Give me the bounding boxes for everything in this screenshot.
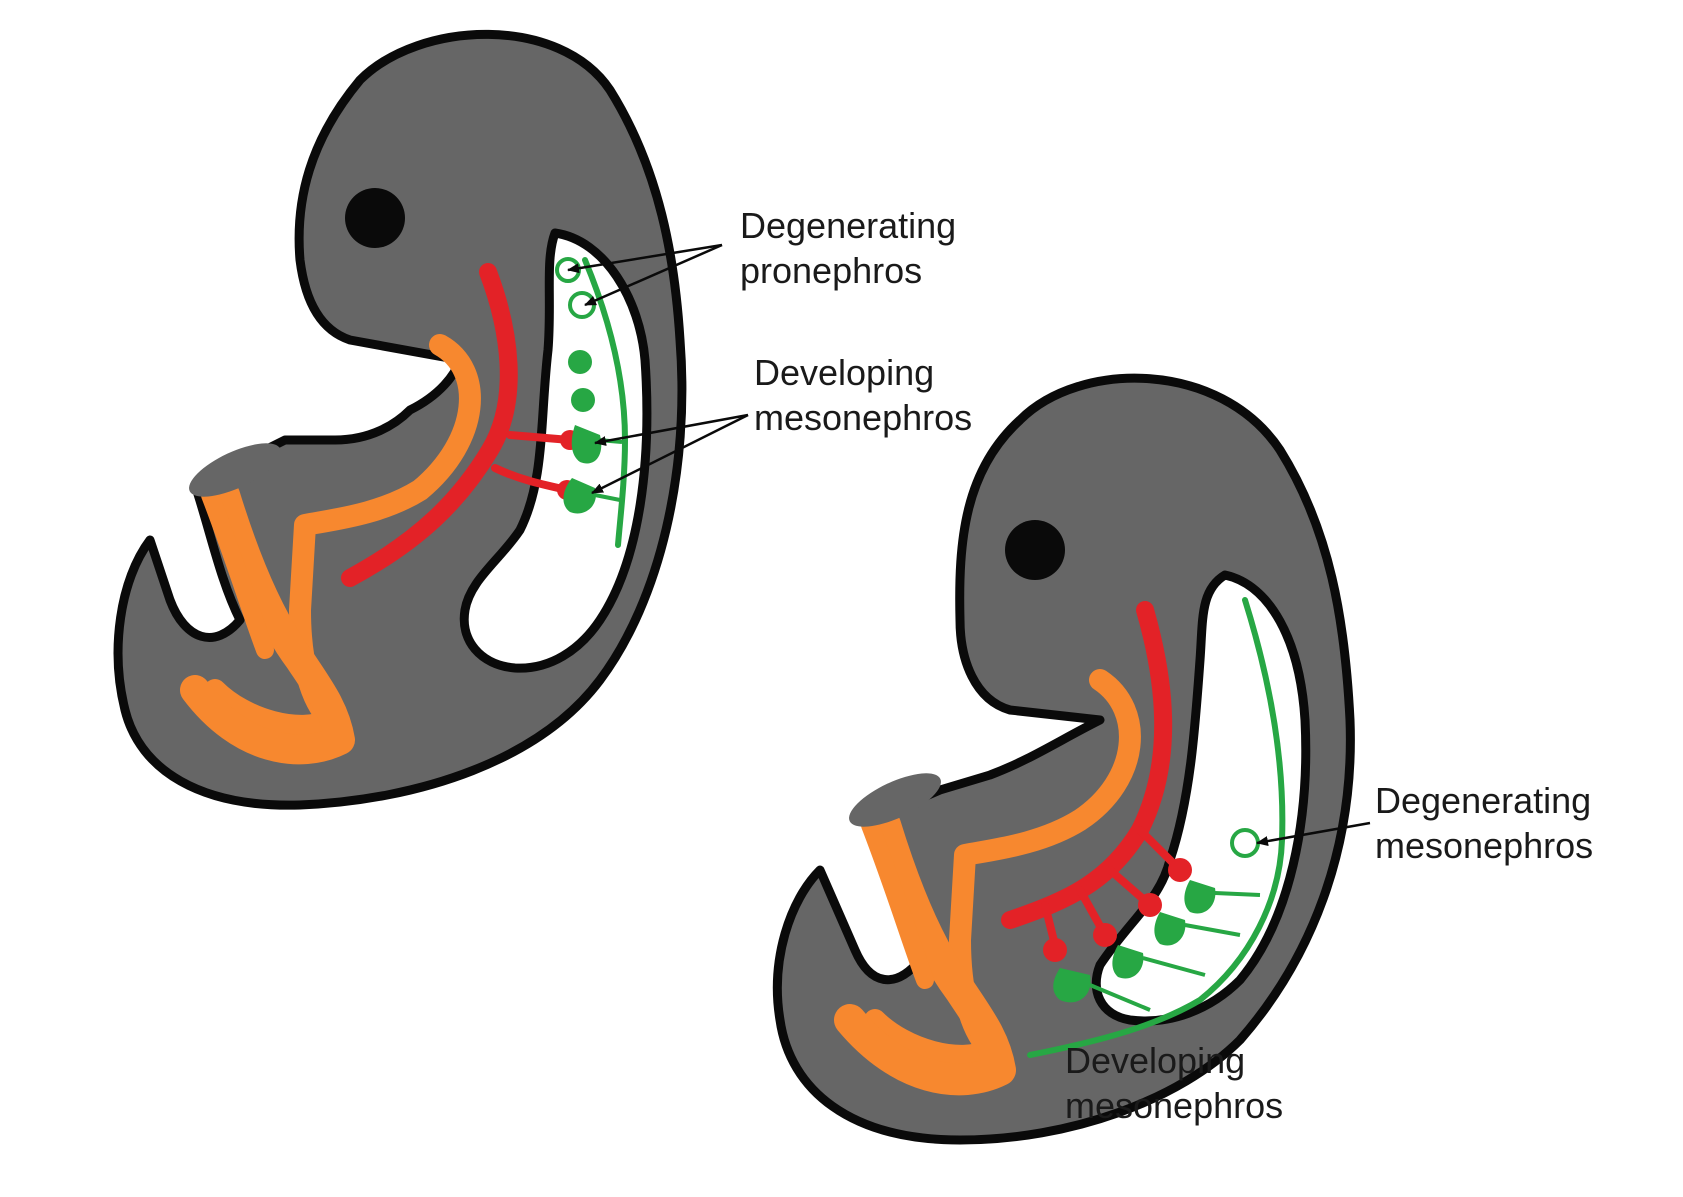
embryo-1-mesonephros-tubule-1	[568, 350, 592, 374]
label-degenerating-mesonephros-line-2: mesonephros	[1375, 825, 1594, 866]
embryo-2	[772, 373, 1355, 1145]
embryo-2-duct-branches	[1041, 826, 1184, 949]
embryo-1-mesonephros-tubule-3	[571, 425, 602, 464]
embryo-1-amnion-opening	[189, 443, 281, 497]
embryo-2-mesonephric-duct	[1001, 601, 1173, 929]
arrow-pronephros-2	[584, 243, 723, 307]
label-developing-mesonephros-1-line-2: mesonephros	[754, 397, 973, 438]
label-developing-mesonephros-2: Developing mesonephros	[1065, 1038, 1283, 1128]
label-degenerating-mesonephros: Degenerating mesonephros	[1375, 778, 1593, 868]
embryo-2-glomerulus-4	[1043, 938, 1067, 962]
embryo-2-glomerulus-3	[1093, 923, 1117, 947]
embryo-2-mesonephros-tubules	[1053, 880, 1216, 1003]
label-developing-mesonephros-1: Developing mesonephros	[754, 350, 972, 440]
arrow-degenerating-mesonephros	[1256, 821, 1371, 847]
embryo-2-gut-hindgut	[861, 816, 934, 989]
embryo-1-eye	[345, 188, 405, 248]
label-degenerating-pronephros: Degenerating pronephros	[740, 203, 956, 293]
embryo-1-nephric-duct-green	[582, 257, 629, 548]
embryo-1-gut-outer	[204, 334, 481, 737]
label-degenerating-pronephros-line-2: pronephros	[740, 250, 923, 291]
embryo-1-gut-hindgut	[201, 486, 274, 659]
label-degenerating-mesonephros-line-1: Degenerating	[1375, 780, 1592, 821]
embryo-2-tubule-connections	[1089, 891, 1261, 1012]
embryo-2-amnion-opening	[849, 773, 941, 827]
embryo-1	[113, 29, 687, 810]
arrow-mesonephros-2	[591, 413, 749, 495]
arrow-pronephros-1	[567, 243, 723, 274]
embryo-1-coelom-cavity	[459, 228, 652, 673]
label-developing-mesonephros-2-line-2: mesonephros	[1065, 1085, 1284, 1126]
label-developing-mesonephros-1-line-1: Developing	[754, 352, 935, 393]
embryo-1-mesonephros-tubule-2	[571, 388, 595, 412]
embryo-1-gut-lower	[180, 480, 355, 765]
label-degenerating-pronephros-line-1: Degenerating	[740, 205, 957, 246]
embryo-2-gut-outer	[864, 669, 1141, 1067]
embryo-2-gut-lower	[834, 809, 1016, 1096]
annotation-arrows	[567, 243, 1371, 847]
embryo-2-eye	[1005, 520, 1065, 580]
arrow-mesonephros-1	[594, 413, 749, 446]
embryo-1-mesonephric-duct	[341, 263, 518, 587]
label-developing-mesonephros-2-line-1: Developing	[1065, 1040, 1246, 1081]
embryo-2-glomerulus-1	[1168, 858, 1192, 882]
embryo-1-mesonephros-tubule-4	[563, 478, 596, 514]
embryo-2-nephric-duct-green	[1027, 597, 1286, 1058]
embryo-2-glomerulus-2	[1138, 893, 1162, 917]
embryo-1-duct-branch-1	[506, 431, 574, 444]
